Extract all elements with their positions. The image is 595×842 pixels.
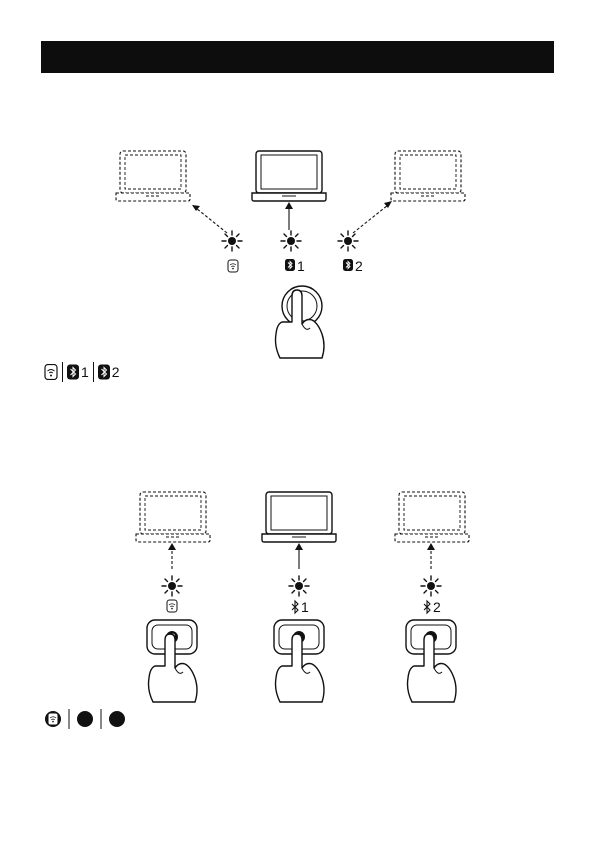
divider (62, 362, 63, 382)
legend-1: 1 2 (44, 362, 120, 382)
light-indicator-icon (281, 231, 301, 251)
laptop-bt1 (262, 492, 336, 542)
light-indicator-icon (289, 576, 309, 596)
bluetooth-icon (67, 364, 79, 380)
bluetooth-icon (98, 364, 110, 380)
channel-label: 1 (301, 599, 309, 615)
bluetooth-icon (343, 259, 353, 271)
wifi-receiver-icon (167, 600, 177, 612)
light-indicator-icon (421, 576, 441, 596)
wifi-receiver-icon (228, 260, 238, 272)
bluetooth-icon (424, 601, 430, 613)
laptop-bt1 (252, 151, 326, 201)
wifi-receiver-icon (44, 364, 58, 380)
light-indicator-icon (162, 576, 182, 596)
legend-label: 2 (112, 364, 120, 380)
bluetooth-icon (285, 259, 295, 271)
laptop-dongle (136, 492, 210, 542)
legend-bt2: 2 (98, 364, 120, 380)
legend-label: 1 (81, 364, 89, 380)
laptop-dongle (116, 151, 190, 201)
laptop-bt2 (391, 151, 465, 201)
channel-label: 2 (355, 258, 363, 274)
legend-bt1: 1 (67, 364, 89, 380)
divider (93, 362, 94, 382)
light-indicator-icon (338, 231, 358, 251)
legend-2 (45, 709, 125, 729)
channel-label: 2 (433, 599, 441, 615)
channel-label: 1 (297, 258, 305, 274)
bluetooth-icon (292, 601, 298, 613)
section1-diagram: 1 2 (116, 151, 465, 358)
laptop-bt2 (395, 492, 469, 542)
light-indicator-icon (222, 231, 242, 251)
section2-diagram: 1 2 (136, 492, 469, 702)
